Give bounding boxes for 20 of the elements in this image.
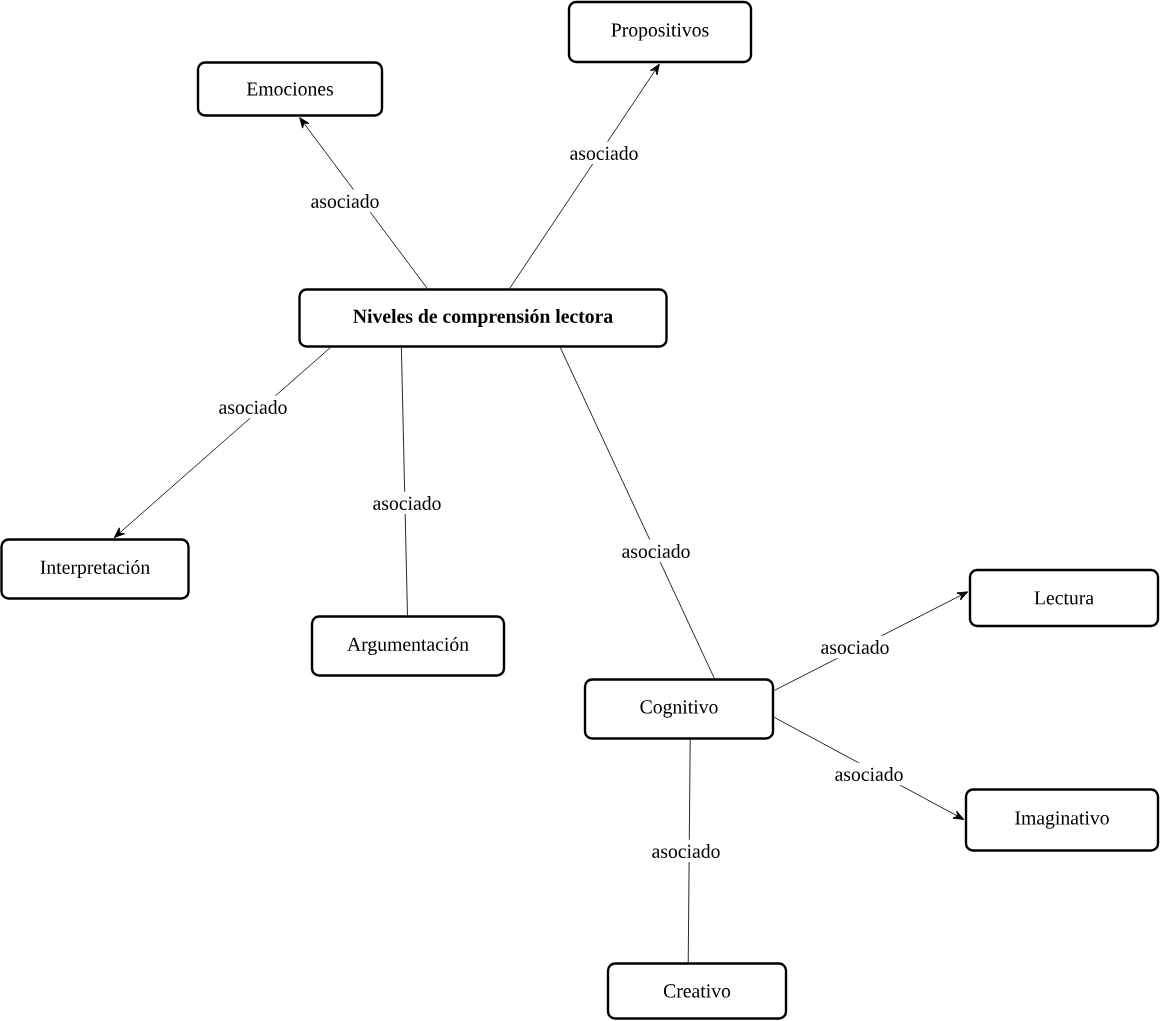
edge-label: asociado [306, 189, 384, 213]
edge-label: asociado [647, 839, 725, 863]
edge-label: asociado [816, 635, 894, 659]
concept-box: Imaginativo [964, 788, 1160, 852]
concept-box: Cognitivo [583, 678, 775, 740]
edge-label: asociado [617, 539, 695, 563]
edge-label: asociado [214, 395, 292, 419]
arrow [113, 347, 331, 538]
edge-label: asociado [565, 141, 643, 165]
title-box: Niveles de comprensión lectora [298, 288, 668, 348]
concept-box: Creativo [606, 962, 788, 1020]
concept-box: Argumentación [310, 615, 506, 677]
arrow [299, 117, 428, 289]
concept-box: Propositivos [567, 0, 753, 64]
edge-label: asociado [830, 762, 908, 786]
edge-label: asociado [368, 491, 446, 515]
concept-box: Interpretación [0, 538, 190, 600]
concept-box: Emociones [196, 61, 384, 117]
concept-box: Lectura [968, 568, 1160, 628]
arrow [509, 63, 660, 289]
